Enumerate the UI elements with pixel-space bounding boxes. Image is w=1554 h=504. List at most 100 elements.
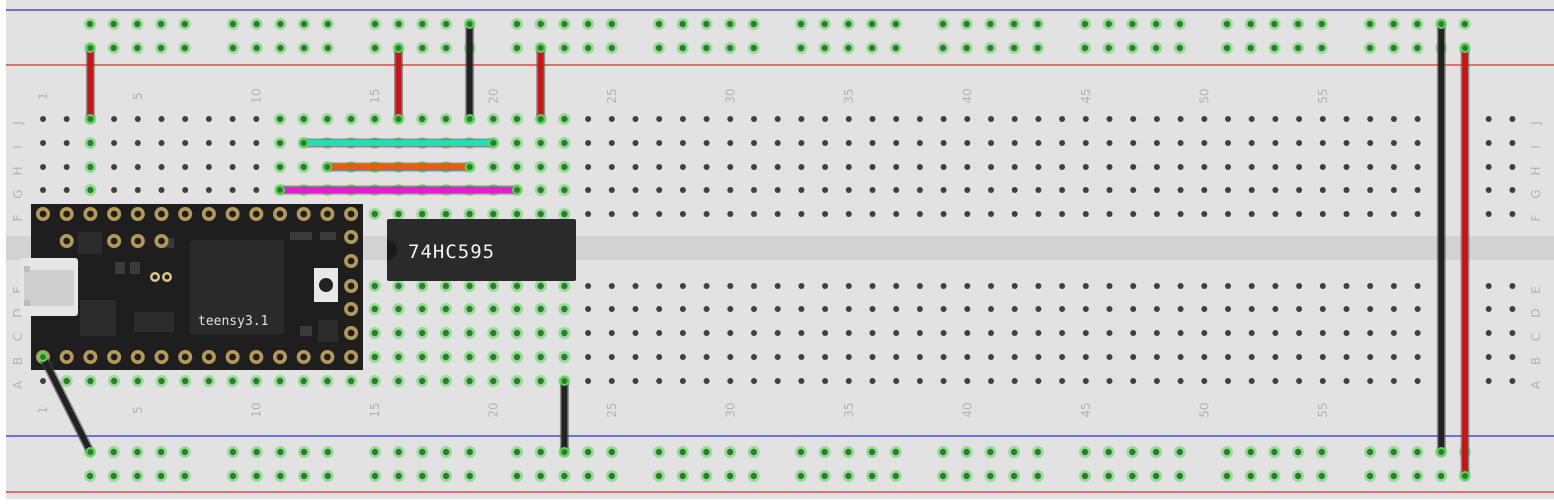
rail-hole[interactable] — [561, 20, 568, 28]
breadboard-hole[interactable] — [1106, 140, 1113, 146]
breadboard-hole[interactable] — [1082, 187, 1089, 193]
rail-hole[interactable] — [537, 448, 544, 456]
rail-hole[interactable] — [1010, 472, 1018, 480]
breadboard-hole[interactable] — [1035, 306, 1042, 312]
breadboard-hole[interactable] — [1296, 378, 1303, 384]
breadboard-hole[interactable] — [1035, 283, 1042, 289]
rail-hole[interactable] — [513, 448, 521, 456]
breadboard-hole[interactable] — [1509, 211, 1516, 217]
rail-hole[interactable] — [181, 44, 188, 52]
breadboard-hole[interactable] — [608, 164, 615, 170]
rail-hole[interactable] — [300, 472, 308, 480]
breadboard-hole[interactable] — [845, 330, 852, 336]
rail-hole[interactable] — [157, 448, 165, 456]
breadboard-hole[interactable] — [1319, 378, 1326, 384]
breadboard-hole[interactable] — [703, 116, 710, 122]
breadboard-hole[interactable] — [1343, 354, 1350, 360]
breadboard-hole[interactable] — [1059, 187, 1066, 193]
breadboard-hole[interactable] — [1390, 164, 1397, 170]
breadboard-hole[interactable] — [324, 115, 331, 123]
breadboard-hole[interactable] — [419, 305, 426, 313]
rail-hole[interactable] — [845, 448, 852, 456]
rail-hole[interactable] — [797, 472, 805, 480]
breadboard-hole[interactable] — [916, 283, 923, 289]
rail-hole[interactable] — [1461, 20, 1469, 28]
rail-hole[interactable] — [608, 44, 615, 52]
breadboard-hole[interactable] — [1201, 140, 1208, 146]
breadboard-hole[interactable] — [893, 378, 900, 384]
breadboard-hole[interactable] — [1106, 354, 1113, 360]
breadboard-hole[interactable] — [964, 306, 971, 312]
breadboard-hole[interactable] — [632, 116, 639, 122]
breadboard-hole[interactable] — [158, 164, 165, 170]
breadboard-hole[interactable] — [1059, 354, 1066, 360]
breadboard-hole[interactable] — [419, 353, 426, 361]
breadboard-hole[interactable] — [1367, 306, 1374, 312]
breadboard-hole[interactable] — [1367, 330, 1374, 336]
breadboard-hole[interactable] — [395, 329, 402, 337]
breadboard-hole[interactable] — [679, 283, 686, 289]
rail-hole[interactable] — [1390, 44, 1397, 52]
breadboard-hole[interactable] — [1011, 330, 1018, 336]
breadboard-hole[interactable] — [1390, 211, 1397, 217]
breadboard-hole[interactable] — [751, 187, 757, 193]
breadboard-hole[interactable] — [229, 116, 236, 122]
rail-hole[interactable] — [797, 44, 805, 52]
breadboard-hole[interactable] — [1177, 164, 1184, 170]
breadboard-hole[interactable] — [1414, 140, 1421, 146]
breadboard-hole[interactable] — [134, 164, 141, 170]
breadboard-hole[interactable] — [727, 116, 734, 122]
breadboard-hole[interactable] — [1343, 330, 1350, 336]
rail-hole[interactable] — [1105, 472, 1112, 480]
rail-hole[interactable] — [324, 44, 331, 52]
rail-hole[interactable] — [608, 448, 615, 456]
breadboard-hole[interactable] — [1201, 378, 1208, 384]
breadboard-hole[interactable] — [1509, 187, 1516, 193]
breadboard-hole[interactable] — [1319, 187, 1326, 193]
rail-hole[interactable] — [110, 20, 117, 28]
breadboard-hole[interactable] — [940, 378, 947, 384]
rail-hole[interactable] — [371, 44, 379, 52]
rail-hole[interactable] — [655, 44, 663, 52]
breadboard-hole[interactable] — [134, 187, 141, 193]
breadboard-hole[interactable] — [656, 330, 663, 336]
breadboard-hole[interactable] — [300, 115, 307, 123]
breadboard-hole[interactable] — [988, 306, 994, 312]
rail-hole[interactable] — [1034, 472, 1042, 480]
rail-hole[interactable] — [703, 20, 710, 28]
breadboard-hole[interactable] — [466, 329, 473, 337]
breadboard-hole[interactable] — [1130, 283, 1137, 289]
breadboard-hole[interactable] — [656, 306, 663, 312]
breadboard-hole[interactable] — [1201, 187, 1208, 193]
breadboard-hole[interactable] — [988, 116, 994, 122]
breadboard-hole[interactable] — [1343, 164, 1350, 170]
rail-hole[interactable] — [277, 448, 284, 456]
breadboard-hole[interactable] — [608, 211, 615, 217]
breadboard-hole[interactable] — [1390, 354, 1397, 360]
breadboard-hole[interactable] — [1509, 330, 1516, 336]
rail-hole[interactable] — [1129, 448, 1136, 456]
rail-hole[interactable] — [939, 448, 947, 456]
rail-hole[interactable] — [1034, 44, 1042, 52]
breadboard-hole[interactable] — [229, 377, 236, 385]
breadboard-hole[interactable] — [158, 377, 165, 385]
rail-hole[interactable] — [442, 44, 450, 52]
rail-hole[interactable] — [1414, 20, 1421, 28]
breadboard-hole[interactable] — [1011, 187, 1018, 193]
rail-hole[interactable] — [655, 448, 663, 456]
rail-hole[interactable] — [1414, 448, 1421, 456]
breadboard-hole[interactable] — [561, 282, 568, 290]
breadboard-hole[interactable] — [513, 115, 521, 123]
breadboard-hole[interactable] — [40, 116, 46, 122]
breadboard-hole[interactable] — [63, 164, 70, 170]
breadboard-hole[interactable] — [1201, 283, 1208, 289]
breadboard-hole[interactable] — [205, 140, 212, 146]
breadboard-hole[interactable] — [1082, 330, 1089, 336]
rail-hole[interactable] — [561, 44, 568, 52]
breadboard-hole[interactable] — [679, 306, 686, 312]
breadboard-hole[interactable] — [1106, 378, 1113, 384]
breadboard-hole[interactable] — [798, 187, 805, 193]
rail-hole[interactable] — [181, 472, 188, 480]
breadboard-hole[interactable] — [1225, 330, 1231, 336]
breadboard-hole[interactable] — [1296, 187, 1303, 193]
